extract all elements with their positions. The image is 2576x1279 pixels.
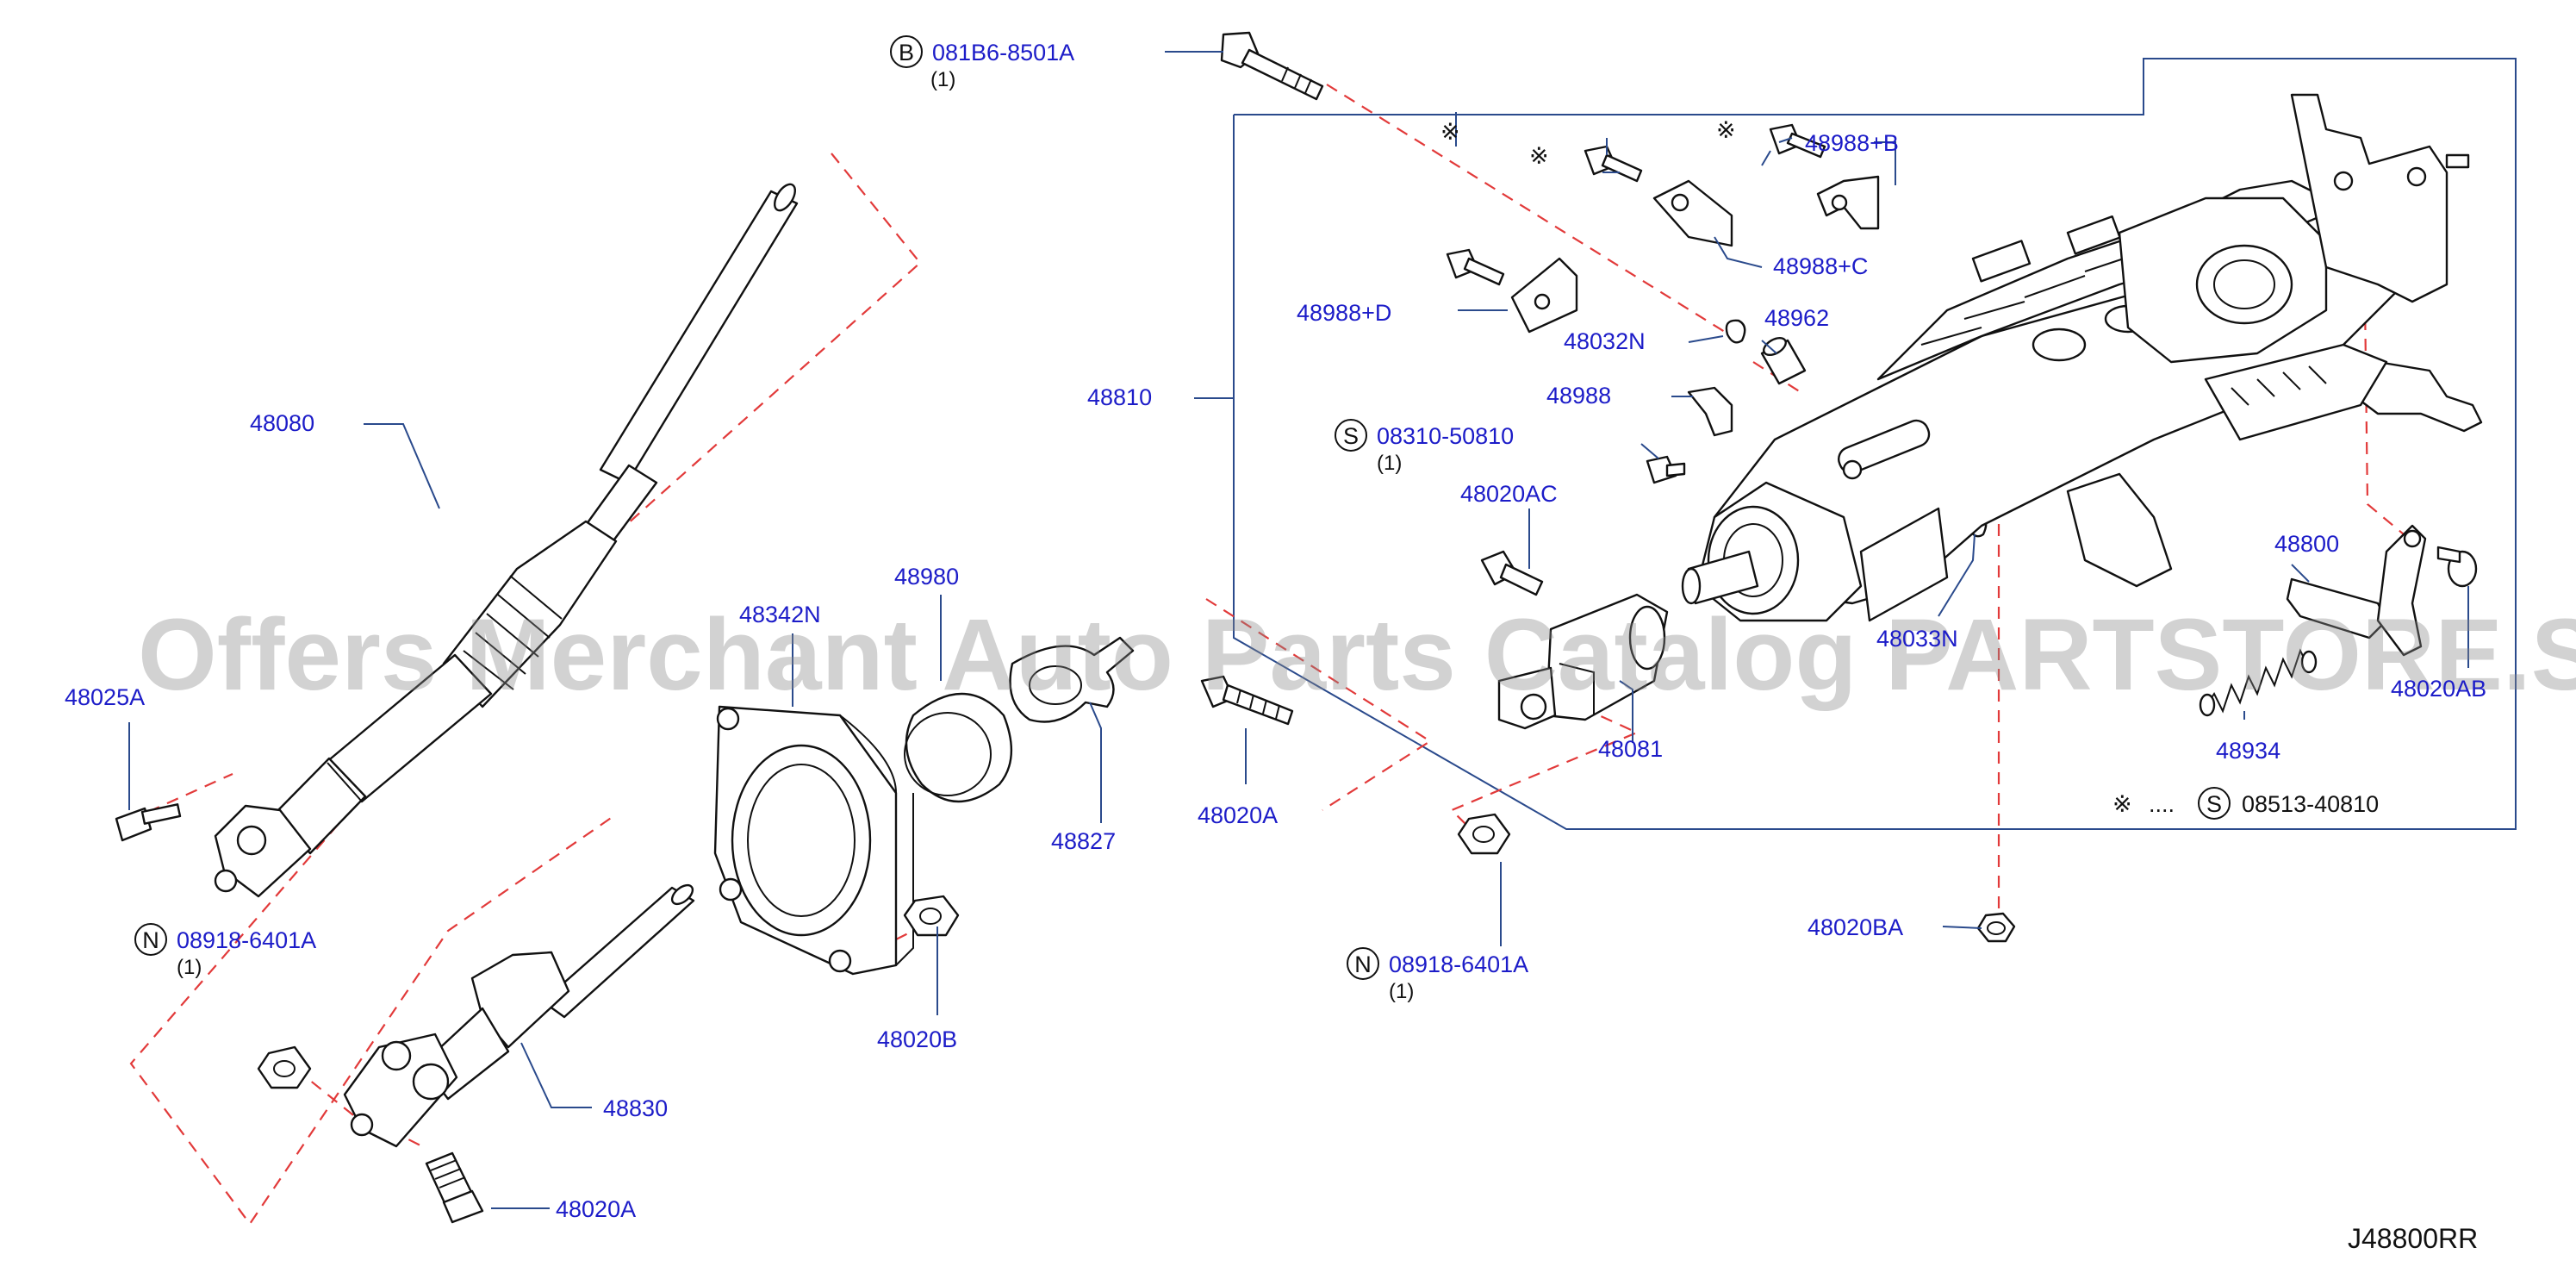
label-48020ac: 48020AC: [1460, 481, 1558, 507]
clip-48827: [1009, 636, 1135, 723]
screw-08310: [1646, 455, 1686, 484]
column-assembly-frame: [1233, 58, 2517, 830]
qty-08918-left: (1): [177, 956, 202, 979]
callout-n2-circle: [1347, 947, 1379, 980]
label-48020ab: 48020AB: [2391, 676, 2486, 702]
joint-48081: [1497, 593, 1669, 730]
callout-n1-letter: N: [142, 927, 159, 953]
callout-n2-letter: N: [1354, 951, 1372, 977]
label-48962: 48962: [1764, 305, 1829, 331]
callout-s1-letter: S: [1343, 423, 1359, 449]
nut-48020ba: [1976, 912, 2016, 943]
label-48020ba: 48020BA: [1808, 914, 1903, 940]
mark-2: ※: [1529, 143, 1549, 169]
label-48081: 48081: [1598, 736, 1663, 762]
label-48988c: 48988+C: [1773, 253, 1868, 279]
lower-shaft-48830: [343, 883, 695, 1148]
steering-column-48810: [1681, 93, 2483, 622]
legend-circle: [2198, 787, 2231, 820]
nut-lower-shaft: [257, 1045, 312, 1089]
label-48033n: 48033N: [1876, 626, 1958, 652]
label-48342n: 48342N: [739, 602, 821, 627]
spring-48934: [2199, 648, 2318, 717]
legend-symbol: ※: [2112, 791, 2132, 817]
qty-08310: (1): [1377, 452, 1402, 475]
lever-48800: [2286, 524, 2427, 657]
intermediate-shaft-48080: [214, 183, 799, 898]
callout-n1-circle: [134, 923, 167, 956]
bolt-48988d: [1446, 248, 1505, 286]
label-48800: 48800: [2274, 531, 2339, 557]
clip-48032n: [1725, 319, 1746, 344]
legend-letter: S: [2206, 791, 2222, 817]
label-48025a: 48025A: [65, 684, 145, 710]
qty-08918-mid: (1): [1389, 980, 1414, 1003]
bracket-48988c: [1652, 179, 1733, 247]
label-48988d: 48988+D: [1297, 300, 1391, 326]
legend-dots: ....: [2149, 791, 2175, 817]
bolt-081b6: [1220, 31, 1324, 101]
label-08918-6401a-mid: 08918-6401A: [1389, 951, 1528, 977]
part-labels: B 081B6-8501A (1) 48080 48025A 48342N 48…: [65, 35, 2486, 1254]
diagram-id: J48800RR: [2348, 1223, 2478, 1254]
mark-1: ※: [1440, 119, 1460, 145]
watermark: Offers Merchant Auto Parts Catalog PARTS…: [138, 598, 2576, 712]
legend-part: 08513-40810: [2242, 791, 2379, 817]
bracket-48988: [1687, 386, 1733, 437]
mark-3: ※: [1716, 117, 1736, 143]
bolt-48988c: [1584, 145, 1643, 183]
callout-b-letter: B: [899, 40, 914, 66]
label-48020a-mid: 48020A: [1198, 802, 1278, 828]
callout-s1-circle: [1335, 419, 1367, 452]
label-48810: 48810: [1087, 384, 1152, 410]
label-48988b: 48988+B: [1805, 130, 1899, 156]
bracket-48988d: [1510, 257, 1578, 334]
callout-b-circle: [890, 35, 923, 68]
label-48032n: 48032N: [1564, 328, 1646, 354]
housing-48342n: [713, 705, 914, 976]
bracket-48988b: [1816, 175, 1880, 230]
nut-08918-mid: [1457, 813, 1511, 855]
label-48020a-bottom: 48020A: [556, 1196, 636, 1222]
label-48988: 48988: [1546, 383, 1611, 409]
label-48020b: 48020B: [877, 1026, 957, 1052]
bolt-48020a-mid: [1200, 675, 1294, 726]
sleeve-48962: [1760, 336, 1807, 385]
label-081b6-8501a: 081B6-8501A: [932, 40, 1074, 66]
bolt-48020a-bottom: [425, 1151, 484, 1224]
leader-lines: [128, 51, 2469, 1209]
label-08918-6401a-left: 08918-6401A: [177, 927, 316, 953]
bolt-48020ab: [2436, 546, 2478, 588]
label-48827: 48827: [1051, 828, 1116, 854]
nut-48020b: [903, 895, 960, 937]
bolt-48020ac: [1480, 550, 1544, 596]
qty-081b6: (1): [930, 68, 955, 91]
bolt-48025a: [115, 803, 182, 842]
label-48980: 48980: [894, 564, 959, 590]
label-08310-50810: 08310-50810: [1377, 423, 1514, 449]
label-48830: 48830: [603, 1095, 668, 1121]
label-48934: 48934: [2216, 738, 2280, 764]
seal-48980: [904, 692, 1012, 803]
label-48080: 48080: [250, 410, 314, 436]
